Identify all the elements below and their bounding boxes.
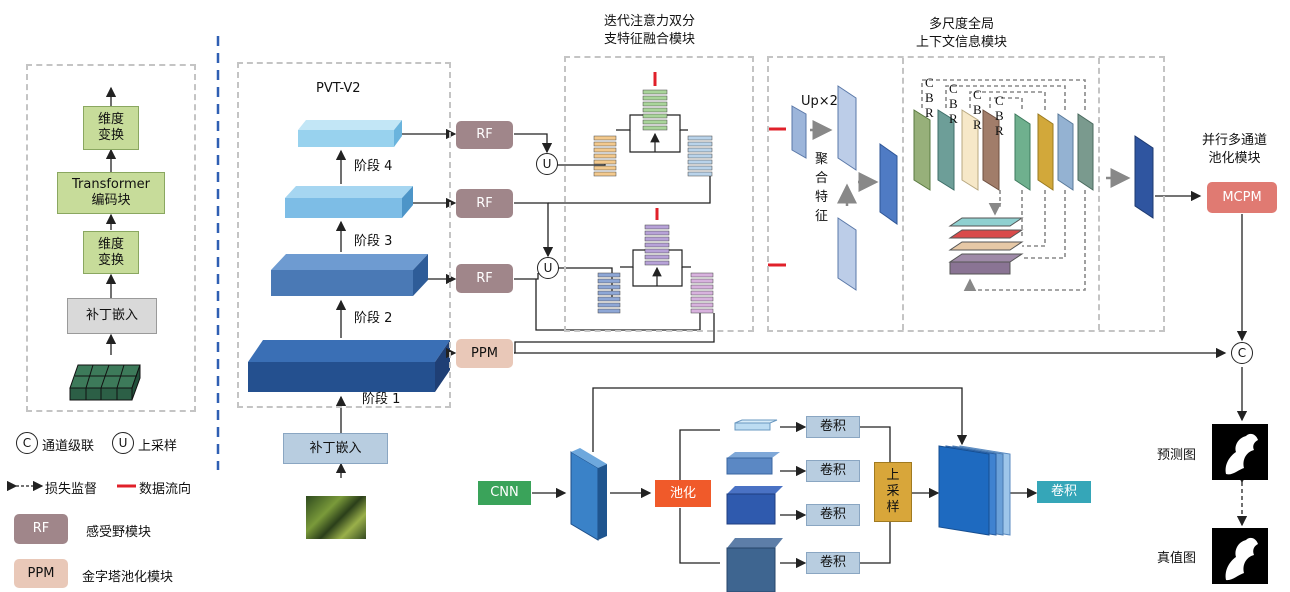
up-x2-label: Up×2 [801, 94, 838, 109]
legend-rf-box: RF [14, 514, 68, 544]
ground-truth-label: 真值图 [1157, 547, 1196, 566]
upsample-box: 上 采 样 [874, 462, 912, 522]
dim-transform-bottom: 维度 变换 [83, 231, 139, 274]
patch-embed-left: 补丁嵌入 [67, 298, 157, 334]
concat-node: C [1231, 342, 1253, 364]
stage3-label: 阶段 3 [354, 230, 392, 249]
legend-ppm-box: PPM [14, 559, 68, 588]
upsample-node-1: U [536, 153, 558, 175]
gcm-divider-right [1098, 58, 1100, 330]
stage1-label: 阶段 1 [362, 388, 400, 407]
upsampled-stack [939, 446, 1010, 535]
legend-concat-symbol: C [16, 432, 38, 454]
prediction-map [1212, 424, 1268, 480]
stage4-label: 阶段 4 [354, 155, 392, 174]
rf-module-3: RF [456, 189, 513, 218]
conv-box-3: 卷积 [806, 504, 860, 526]
rf-module-4: RF [456, 121, 513, 149]
legend-rf-text: 感受野模块 [86, 521, 151, 540]
prediction-label: 预测图 [1157, 444, 1196, 463]
backbone-title: PVT-V2 [316, 81, 361, 96]
legend-ppm-text: 金字塔池化模块 [82, 566, 173, 585]
mcpm-module: MCPM [1207, 182, 1277, 213]
patch-embed-input: 补丁嵌入 [283, 433, 388, 464]
legend-loss-text: 损失监督 [45, 478, 97, 497]
backbone-panel [237, 62, 451, 408]
gcm-divider-left [902, 58, 904, 330]
legend-concat-text: 通道级联 [42, 435, 94, 454]
aggregate-feature-label: 聚 合 特 征 [815, 151, 828, 226]
conv-box-out: 卷积 [1037, 481, 1091, 503]
ground-truth-map [1212, 528, 1268, 584]
transformer-encoder-block: Transformer 编码块 [57, 172, 165, 214]
stage2-label: 阶段 2 [354, 307, 392, 326]
legend-flow-text: 数据流向 [139, 478, 191, 497]
upsample-node-2: U [537, 257, 559, 279]
iafm-panel [564, 56, 754, 332]
rf-module-2: RF [456, 264, 513, 293]
cnn-box: CNN [478, 481, 531, 505]
pooled-blocks [727, 420, 783, 592]
ppm-detail-diagram [571, 448, 607, 540]
conv-box-4: 卷积 [806, 552, 860, 574]
ppm-module: PPM [456, 339, 513, 368]
gcm-title: 多尺度全局 上下文信息模块 [916, 16, 1007, 51]
pooling-box: 池化 [655, 480, 711, 507]
input-image [306, 496, 366, 539]
conv-box-2: 卷积 [806, 460, 860, 482]
dim-transform-top: 维度 变换 [83, 106, 139, 150]
mcpm-title: 并行多通道 池化模块 [1202, 132, 1267, 167]
legend-upsample-text: 上采样 [138, 435, 177, 454]
conv-box-1: 卷积 [806, 416, 860, 438]
legend-upsample-symbol: U [112, 432, 134, 454]
iafm-title: 迭代注意力双分 支特征融合模块 [604, 13, 695, 48]
